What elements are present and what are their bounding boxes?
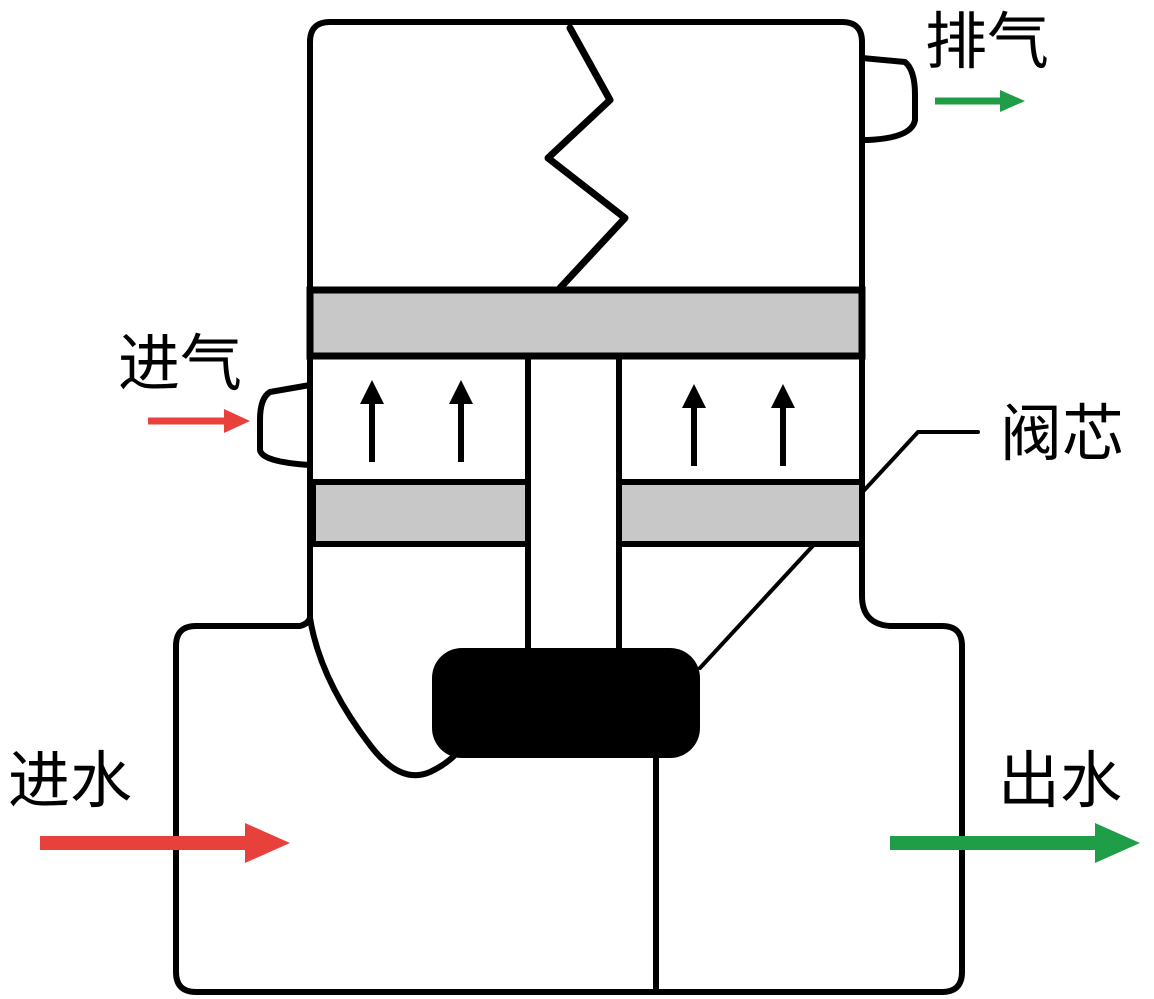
valve-stem [525,354,622,653]
arrow-up-icon [682,384,706,466]
lower-piston-left [310,479,531,547]
arrow-up-icon [360,380,384,462]
valve-core [432,648,700,758]
lower-piston-right [616,479,865,547]
valve-core-label: 阀芯 [1000,397,1124,470]
exhaust-label: 排气 [925,5,1049,78]
arrow-up-icon [449,380,473,462]
air-flow-arrows [360,380,795,466]
spring [544,24,629,292]
water-outlet-arrow [890,823,1140,863]
exhaust-port [859,55,918,143]
cylinder-outline [173,19,965,995]
valve-core-leader [698,430,980,670]
exhaust-arrow [935,90,1025,112]
air-inlet-port [257,382,313,468]
seat-curve [307,615,458,779]
upper-piston [306,286,866,360]
arrow-up-icon [771,384,795,466]
air-inlet-arrow [148,409,250,433]
water-inlet-arrow [40,823,290,863]
water-inlet-label: 进水 [8,744,132,817]
air-inlet-label: 进气 [118,327,242,400]
water-outlet-label: 出水 [998,744,1122,817]
